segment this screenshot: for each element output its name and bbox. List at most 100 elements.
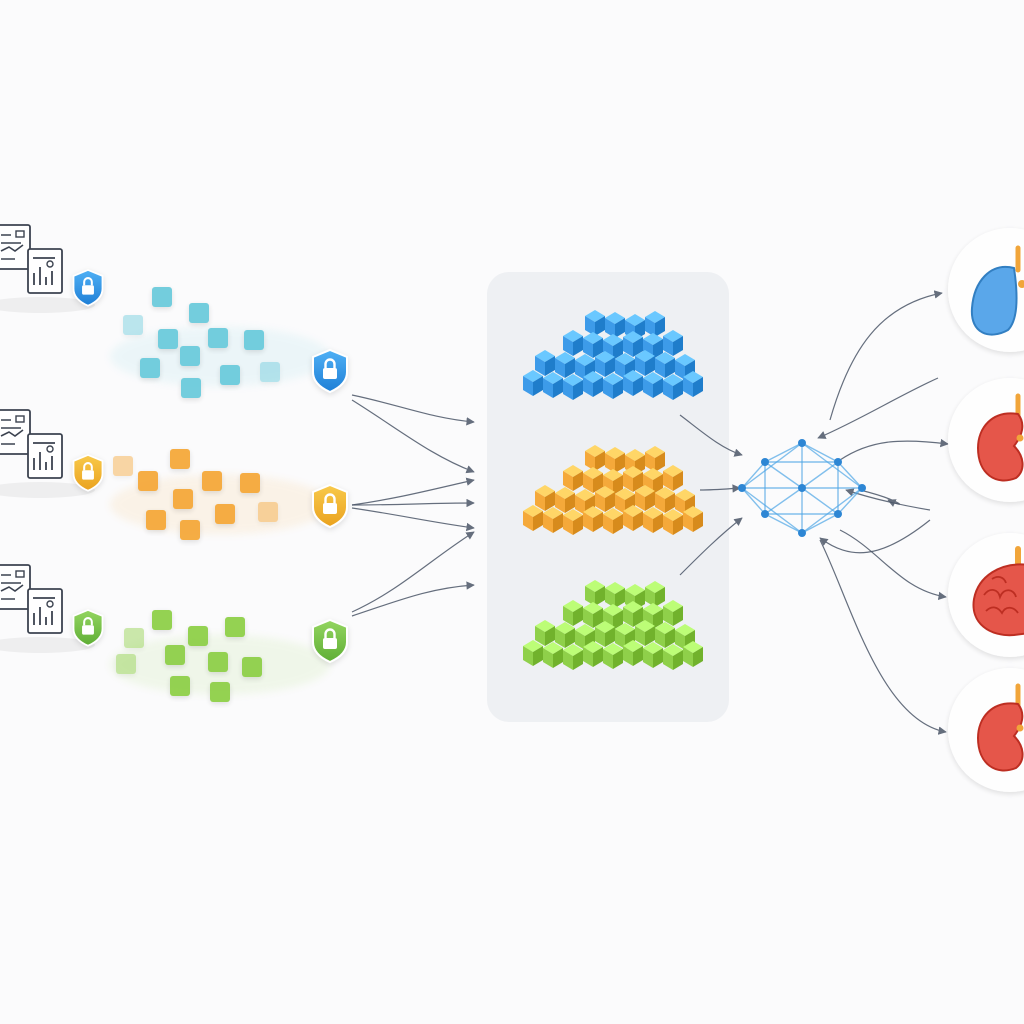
source-3 xyxy=(0,564,104,653)
data-cube xyxy=(240,473,260,493)
document-icon xyxy=(0,409,31,455)
network-node xyxy=(858,484,866,492)
flow-arrow xyxy=(839,438,949,461)
flow-arrow xyxy=(819,519,931,554)
network-node xyxy=(761,510,769,518)
lungs-icon xyxy=(948,228,1024,352)
data-cube xyxy=(563,330,583,356)
source-1 xyxy=(0,224,104,313)
data-cube xyxy=(165,645,185,665)
document-icon xyxy=(0,224,31,270)
data-cube xyxy=(180,346,200,366)
encrypted-data-stream xyxy=(110,610,348,702)
data-cube xyxy=(575,489,595,515)
data-cube xyxy=(643,507,663,533)
network-edge xyxy=(801,442,863,489)
data-cube xyxy=(170,449,190,469)
data-cube xyxy=(605,582,625,608)
data-cube xyxy=(603,373,623,399)
data-cube xyxy=(543,507,563,533)
flow-arrow xyxy=(679,414,743,457)
brain-icon xyxy=(948,533,1024,657)
data-cube xyxy=(555,352,575,378)
data-cube xyxy=(635,485,655,511)
data-cube xyxy=(585,310,605,336)
data-cube xyxy=(683,371,703,397)
data-cube xyxy=(189,303,209,323)
data-cube xyxy=(643,372,663,398)
data-cube xyxy=(623,331,643,357)
network-edge xyxy=(837,461,863,489)
data-cube xyxy=(595,486,615,512)
data-cube xyxy=(124,628,144,648)
data-cube xyxy=(535,620,555,646)
flow-arrow xyxy=(351,477,475,506)
network-node xyxy=(834,510,842,518)
data-cube xyxy=(645,581,665,607)
data-cube xyxy=(555,622,575,648)
network-edge xyxy=(764,442,803,463)
data-cube xyxy=(645,311,665,337)
data-cube xyxy=(603,508,623,534)
document-icon xyxy=(0,564,31,610)
flow-arrows xyxy=(351,290,949,735)
data-cube xyxy=(683,506,703,532)
data-cube xyxy=(635,350,655,376)
network-edge xyxy=(764,513,803,534)
network-node xyxy=(798,529,806,537)
data-cube xyxy=(605,312,625,338)
data-cube xyxy=(623,601,643,627)
data-cube xyxy=(583,641,603,667)
data-cube xyxy=(663,465,683,491)
data-cube xyxy=(543,642,563,668)
data-cube xyxy=(146,510,166,530)
lock-shield-icon xyxy=(72,454,104,492)
data-cube xyxy=(523,370,543,396)
data-cube xyxy=(202,471,222,491)
data-cube xyxy=(113,456,133,476)
data-cube xyxy=(116,654,136,674)
data-cube xyxy=(585,445,605,471)
network-edge xyxy=(801,513,839,534)
data-cube xyxy=(643,642,663,668)
kidney-icon xyxy=(948,378,1024,502)
network-edge xyxy=(801,442,839,463)
data-cube xyxy=(563,644,583,670)
data-cube xyxy=(258,502,278,522)
data-cube xyxy=(180,520,200,540)
data-cube xyxy=(563,509,583,535)
kidney-icon xyxy=(948,668,1024,792)
data-cube xyxy=(215,504,235,524)
lock-shield-icon xyxy=(72,609,104,647)
data-cube xyxy=(242,657,262,677)
data-sources xyxy=(0,224,104,653)
data-cube xyxy=(623,640,643,666)
data-cube xyxy=(208,652,228,672)
flow-arrow xyxy=(351,581,475,617)
data-cube xyxy=(605,447,625,473)
flow-arrow xyxy=(859,489,901,507)
flow-arrow xyxy=(351,498,475,508)
flow-arrow xyxy=(819,539,947,735)
data-cube xyxy=(523,505,543,531)
network-node xyxy=(738,484,746,492)
data-cube xyxy=(563,600,583,626)
data-cube xyxy=(583,506,603,532)
data-cube xyxy=(583,371,603,397)
data-cube xyxy=(595,621,615,647)
encrypted-data-stream xyxy=(110,449,348,540)
data-cube xyxy=(595,351,615,377)
data-cube xyxy=(635,620,655,646)
data-cube xyxy=(152,610,172,630)
data-cube xyxy=(655,622,675,648)
flow-arrow xyxy=(679,517,743,576)
flow-arrow xyxy=(817,377,939,439)
flow-arrow xyxy=(351,394,475,426)
data-cube xyxy=(220,365,240,385)
data-cube xyxy=(663,644,683,670)
network-edge xyxy=(741,461,766,489)
data-cube xyxy=(555,487,575,513)
lock-shield-icon xyxy=(312,483,348,529)
data-cube xyxy=(585,580,605,606)
